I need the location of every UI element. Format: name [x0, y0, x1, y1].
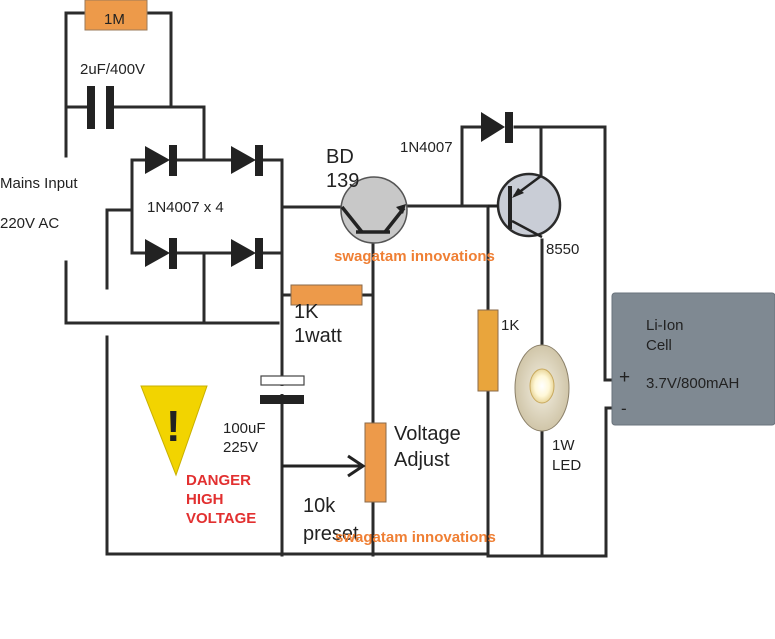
preset-value-line1: 10k: [303, 495, 336, 517]
transistor-8550-arrow: [512, 188, 524, 198]
capacitor-100uf-label-line1: 100uF: [223, 420, 266, 437]
watermark-top: swagatam innovations: [334, 248, 495, 265]
wires: [64, 11, 614, 558]
diode-bridge-1: [145, 145, 177, 176]
battery-rating: 3.7V/800mAH: [646, 375, 739, 392]
led-1w-label-line2: LED: [552, 457, 581, 474]
led-1w-label-line1: 1W: [552, 437, 575, 454]
warning-exclamation-icon: !: [166, 402, 181, 451]
preset-label-line1: Voltage: [394, 423, 461, 445]
resistor-1m-body: [84, 0, 148, 31]
danger-label-line3: VOLTAGE: [186, 510, 256, 527]
capacitor-2uf-label: 2uF/400V: [80, 61, 145, 78]
diode-bridge-3-anode: [145, 239, 170, 267]
resistor-1k-1w: 1K 1watt: [290, 284, 363, 347]
transistor-bd139-emitter-lead: [383, 206, 406, 234]
diode-bridge-2-anode: [231, 146, 256, 174]
transistor-bd139-label-line2: 139: [326, 170, 359, 192]
battery-li-ion: Li-Ion Cell + 3.7V/800mAH -: [611, 292, 775, 426]
capacitor-100uf-plate-positive: [260, 375, 305, 386]
resistor-1k-label: 1K: [501, 317, 519, 334]
wire-mains-to-bridge: [105, 208, 134, 290]
diode-bridge-1-cathode: [169, 145, 177, 176]
wire-r1m-left: [64, 11, 87, 109]
transistor-8550-body: [496, 172, 562, 238]
capacitor-100uf-plate-negative: [260, 395, 304, 404]
danger-label-line2: HIGH: [186, 491, 224, 508]
resistor-1m-label: 1M: [104, 11, 125, 28]
transistor-bd139-collector-lead: [340, 205, 364, 234]
resistor-1k-1w-label-line1: 1K: [294, 301, 319, 323]
transistor-8550: 8550: [488, 172, 579, 258]
wire-ground-right: [486, 406, 614, 558]
diode-bridge-2-cathode: [255, 145, 263, 176]
resistor-1k: 1K: [477, 309, 519, 392]
preset-10k: Voltage Adjust 10k preset: [282, 422, 461, 545]
transistor-bd139: BD 139: [326, 146, 408, 244]
preset-wiper-arrow: [347, 454, 366, 478]
bridge-rectifier: 1N4007 x 4: [145, 145, 263, 269]
resistor-1k-1w-body: [290, 284, 363, 306]
diode-bridge-1-anode: [145, 146, 170, 174]
diode-1n4007-cathode: [505, 112, 513, 143]
led-1w: 1W LED: [514, 344, 581, 474]
diode-1n4007-anode: [481, 112, 505, 142]
preset-value-line2: preset: [303, 523, 359, 545]
mains-input-label: Mains Input: [0, 175, 78, 192]
danger-label-line1: DANGER: [186, 472, 251, 489]
wire-bridge-left: [130, 158, 150, 255]
diode-bridge-3-cathode: [169, 238, 177, 269]
resistor-1k-body: [477, 309, 499, 392]
battery-li-ion-body: [611, 292, 775, 426]
battery-minus-terminal: -: [621, 399, 627, 418]
battery-plus-terminal: +: [619, 367, 630, 388]
watermark-bottom: swagatam innovations: [335, 529, 496, 546]
diode-bridge-3: [145, 238, 177, 269]
preset-label-line2: Adjust: [394, 449, 450, 471]
transistor-bd139-label-line1: BD: [326, 146, 354, 168]
diode-bridge-4-cathode: [255, 238, 263, 269]
bridge-label: 1N4007 x 4: [147, 199, 224, 216]
transistor-8550-collector-lead: [511, 219, 543, 239]
diode-bridge-4: [231, 238, 263, 269]
capacitor-2uf-plate-left: [87, 86, 95, 129]
battery-label-line1: Li-Ion: [646, 317, 684, 334]
warning-high-voltage: ! DANGER HIGH VOLTAGE: [140, 385, 256, 527]
led-1w-lens: [529, 368, 555, 404]
capacitor-2uf-plate-right: [106, 86, 114, 129]
diode-1n4007-label: 1N4007: [400, 139, 453, 156]
diode-1n4007: 1N4007: [400, 112, 513, 156]
resistor-1k-1w-label-line2: 1watt: [294, 325, 342, 347]
wire-mains-bottom: [64, 260, 280, 325]
wire-r1m-right: [145, 11, 173, 109]
capacitor-100uf: 100uF 225V: [223, 375, 305, 456]
battery-label-line2: Cell: [646, 337, 672, 354]
capacitor-2uf: 2uF/400V: [80, 61, 145, 129]
transistor-bd139-arrow: [396, 204, 406, 214]
wire-diode-right-battery: [513, 125, 614, 382]
diode-bridge-2: [231, 145, 263, 176]
capacitor-gap: [279, 386, 286, 394]
wire-diode-left: [460, 125, 482, 208]
mains-voltage-label: 220V AC: [0, 215, 59, 232]
warning-triangle-icon: [140, 385, 208, 477]
resistor-1m: 1M: [84, 0, 148, 31]
wire-ground-left: [105, 335, 490, 556]
capacitor-100uf-label-line2: 225V: [223, 439, 258, 456]
wire-cap-right: [111, 105, 206, 162]
transistor-8550-label: 8550: [546, 241, 579, 258]
preset-10k-body: [364, 422, 387, 503]
diode-bridge-4-anode: [231, 239, 256, 267]
